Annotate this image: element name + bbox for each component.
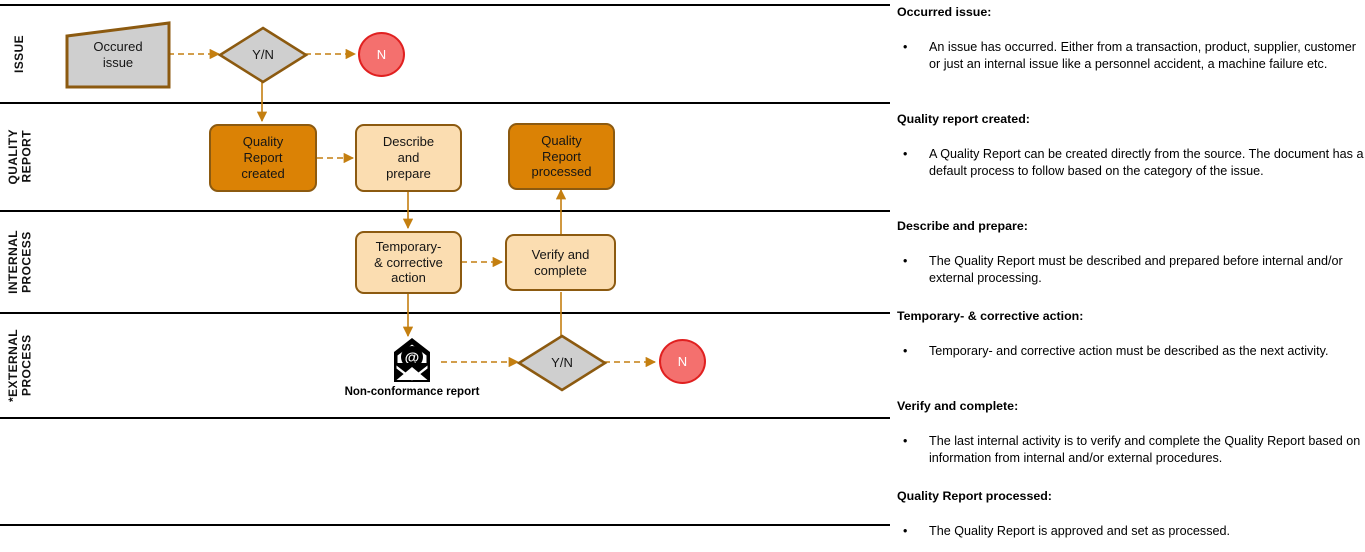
external-end-text: N <box>677 353 688 369</box>
desc-section-verify-and-complete: Verify and complete: • The last internal… <box>897 399 1365 466</box>
desc-text-verify-and-complete: The last internal activity is to verify … <box>929 434 1361 465</box>
lane-divider-external-bottom <box>0 417 890 419</box>
node-verify-and-complete-text: Verify and complete <box>531 246 590 278</box>
desc-bullet-2: • <box>903 254 908 268</box>
lane-divider-bottom <box>0 524 890 526</box>
node-verify-and-complete[interactable]: Verify and complete <box>505 234 616 291</box>
connector-layer <box>168 48 657 368</box>
desc-section-quality-report-processed: Quality Report processed: • The Quality … <box>897 489 1365 540</box>
desc-section-occurred-issue: Occurred issue: • An issue has occurred.… <box>897 5 1365 72</box>
desc-item-quality-report-created: • A Quality Report can be created direct… <box>897 146 1365 179</box>
desc-item-occurred-issue: • An issue has occurred. Either from a t… <box>897 39 1365 72</box>
desc-bullet-0: • <box>903 40 908 54</box>
non-conformance-report-caption: Non-conformance report <box>320 386 504 398</box>
svg-text:@: @ <box>405 350 420 367</box>
desc-text-quality-report-created: A Quality Report can be created directly… <box>929 147 1364 178</box>
issue-end-terminator[interactable]: N <box>358 32 405 77</box>
desc-bullet-3: • <box>903 344 908 358</box>
node-quality-report-created-text: Quality Report created <box>241 134 285 181</box>
node-quality-report-created[interactable]: Quality Report created <box>209 124 317 192</box>
node-quality-report-processed[interactable]: Quality Report processed <box>508 123 615 190</box>
lane-divider-top <box>0 4 890 6</box>
desc-heading-temporary-corrective-action: Temporary- & corrective action: <box>897 309 1084 323</box>
desc-item-verify-and-complete: • The last internal activity is to verif… <box>897 433 1365 466</box>
desc-section-temporary-corrective-action: Temporary- & corrective action: • Tempor… <box>897 309 1365 360</box>
occured-issue-shape[interactable] <box>64 20 172 90</box>
non-conformance-report-caption-text: Non-conformance report <box>344 386 480 398</box>
envelope-at-icon[interactable]: @ <box>386 336 438 386</box>
desc-heading-quality-report-processed: Quality Report processed: <box>897 489 1052 503</box>
issue-decision-shape[interactable] <box>217 26 309 84</box>
lane-divider-issue-quality <box>0 102 890 104</box>
desc-heading-occurred-issue: Occurred issue: <box>897 5 992 19</box>
desc-text-temporary-corrective-action: Temporary- and corrective action must be… <box>929 344 1329 358</box>
desc-bullet-4: • <box>903 434 908 448</box>
node-temporary-corrective-action[interactable]: Temporary- & corrective action <box>355 231 462 294</box>
external-end-terminator[interactable]: N <box>659 339 706 384</box>
desc-text-describe-and-prepare: The Quality Report must be described and… <box>929 254 1343 285</box>
desc-heading-verify-and-complete: Verify and complete: <box>897 399 1019 413</box>
external-decision-shape[interactable] <box>516 334 608 392</box>
issue-end-text: N <box>376 46 387 62</box>
desc-bullet-5: • <box>903 524 908 538</box>
desc-item-describe-and-prepare: • The Quality Report must be described a… <box>897 253 1365 286</box>
desc-heading-quality-report-created: Quality report created: <box>897 112 1030 126</box>
node-quality-report-processed-text: Quality Report processed <box>531 132 592 180</box>
desc-text-occurred-issue: An issue has occurred. Either from a tra… <box>929 40 1356 71</box>
desc-bullet-1: • <box>903 147 908 161</box>
desc-section-quality-report-created: Quality report created: • A Quality Repo… <box>897 112 1365 179</box>
desc-item-temporary-corrective-action: • Temporary- and corrective action must … <box>897 343 1365 360</box>
node-describe-and-prepare[interactable]: Describe and prepare <box>355 124 462 192</box>
lane-divider-quality-internal <box>0 210 890 212</box>
desc-section-describe-and-prepare: Describe and prepare: • The Quality Repo… <box>897 219 1365 286</box>
lane-divider-internal-external <box>0 312 890 314</box>
desc-item-quality-report-processed: • The Quality Report is approved and set… <box>897 523 1365 540</box>
description-panel: Occurred issue: • An issue has occurred.… <box>897 0 1365 552</box>
node-describe-and-prepare-text: Describe and prepare <box>382 134 435 181</box>
desc-text-quality-report-processed: The Quality Report is approved and set a… <box>929 524 1231 538</box>
node-temporary-corrective-action-text: Temporary- & corrective action <box>374 238 443 286</box>
desc-heading-describe-and-prepare: Describe and prepare: <box>897 219 1028 233</box>
